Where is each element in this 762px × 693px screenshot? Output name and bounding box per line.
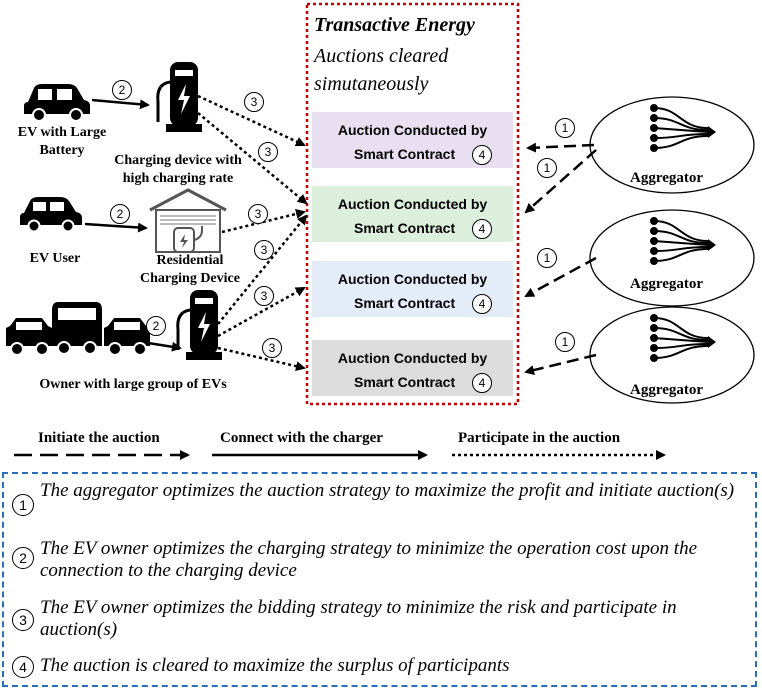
auction-line2: Smart Contract [354,295,456,311]
initiate-arrow [524,353,597,375]
note-text: The aggregator optimizes the auction str… [40,480,735,501]
step-number-badge: 1 [555,118,575,138]
legend-participate-label: Participate in the auction [458,430,621,446]
step-number-badge: 4 [12,656,34,678]
legend-connect-label: Connect with the charger [220,430,383,446]
step-number-badge: 4 [472,219,492,239]
auction-box: Auction Conducted by Smart Contract 4 [312,186,513,242]
step-number-badge: 1 [12,494,34,516]
aggregator-icon [650,217,716,265]
car-icon [24,84,90,122]
ev-user-label: EV User [29,251,81,266]
note-text: The EV owner optimizes the charging stra… [40,538,698,581]
auction-line1: Auction Conducted by [337,196,488,212]
transactive-energy-title: Transactive Energy [314,14,475,36]
step-number-badge: 3 [12,609,34,631]
charging-device-high-label: Charging device with high charging rate [114,153,242,186]
initiate-arrow [524,256,597,298]
connect-arrow [147,341,182,352]
ev-large-battery-label: EV with Large Battery [17,125,107,158]
auction-line1: Auction Conducted by [337,271,488,287]
aggregator-icon [650,314,716,362]
step-number-badge: 1 [537,158,557,178]
owner-group-label: Owner with large group of EVs [39,377,227,392]
note-text: The auction is cleared to maximize the s… [40,655,510,676]
step-number-badge: 3 [254,240,274,260]
initiate-arrow [526,142,595,153]
auction-box: Auction Conducted by Smart Contract 4 [312,340,513,396]
auction-line1: Auction Conducted by [337,122,488,138]
participate-arrow [217,346,306,372]
aggregator-label: Aggregator [630,382,704,398]
auction-line2: Smart Contract [354,146,456,162]
notes-box [2,472,757,687]
step-number-badge: 3 [248,204,268,224]
auction-line2: Smart Contract [354,220,456,236]
charging-station-icon [156,62,202,132]
transactive-energy-subtitle: Auctions cleared simutaneously [314,45,449,95]
legend-initiate-label: Initiate the auction [38,430,160,446]
participate-arrow [217,286,306,338]
connect-arrow [91,98,150,110]
aggregator-label: Aggregator [630,170,704,186]
car-icon [6,318,52,356]
residential-device-label: Residential Charging Device [140,253,240,286]
aggregator-label: Aggregator [630,276,704,292]
auction-box: Auction Conducted by Smart Contract 4 [312,261,513,317]
step-number-badge: 4 [472,373,492,393]
step-number-badge: 3 [258,142,278,162]
auction-line1: Auction Conducted by [337,350,488,366]
car-icon [20,197,82,233]
step-number-badge: 2 [146,316,166,336]
step-number-badge: 1 [555,332,575,352]
step-number-badge: 3 [262,338,282,358]
step-number-badge: 4 [472,145,492,165]
step-number-badge: 2 [112,80,132,100]
step-number-badge: 1 [537,248,557,268]
step-number-badge: 3 [254,286,274,306]
step-number-badge: 3 [244,92,264,112]
step-number-badge: 2 [110,204,130,224]
participate-arrow [217,214,308,325]
auction-box: Auction Conducted by Smart Contract 4 [312,112,513,168]
car-icon [104,318,150,356]
note-text: The EV owner optimizes the bidding strat… [40,597,677,640]
garage-charger-icon [149,188,227,253]
connect-arrow [84,222,148,233]
initiate-arrow [524,149,597,214]
van-icon [52,302,102,355]
aggregator-icon [650,104,716,152]
step-number-badge: 4 [472,294,492,314]
auction-line2: Smart Contract [354,374,456,390]
step-number-badge: 2 [12,547,34,569]
charging-station-icon [176,290,222,360]
participate-arrow [197,94,306,147]
